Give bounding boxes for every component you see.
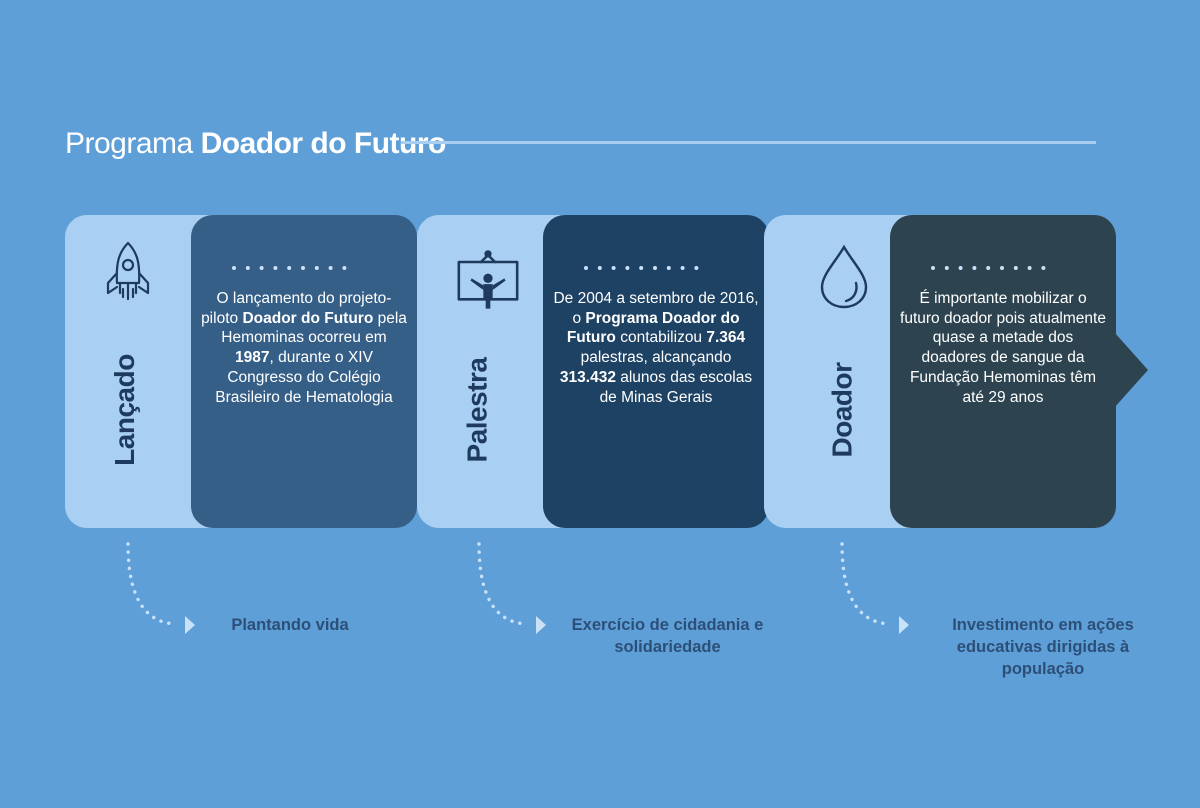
body-text: O lançamento do projeto-piloto — [201, 290, 392, 327]
step-panel: De 2004 a setembro de 2016, o Programa D… — [543, 215, 769, 528]
body-text: , durante o XIV Congresso do Colégio Bra… — [215, 349, 393, 406]
step-description: É importante mobilizar o futuro doador p… — [900, 289, 1106, 407]
arrow-pointer — [1114, 332, 1148, 408]
step-launch: Lançado O lançamento do projeto-piloto D… — [65, 215, 455, 528]
dotted-connector-arrow — [126, 542, 195, 634]
step-label: Lançado — [109, 354, 141, 466]
body-text: palestras, alcançando — [580, 349, 732, 367]
title-divider — [401, 141, 1096, 144]
step-label: Palestra — [461, 357, 492, 463]
body-text: pela Hemominas ocorreu em — [221, 309, 407, 347]
step-caption: Exercício de cidadania e solidariedade — [571, 616, 764, 656]
body-text: contabilizou — [615, 329, 707, 347]
body-text: É importante mobilizar o futuro doador p… — [900, 290, 1106, 406]
highlight-text: 1987 — [235, 349, 270, 367]
step-panel: O lançamento do projeto-piloto Doador do… — [191, 215, 417, 528]
step-label: Doador — [826, 362, 857, 458]
step-donor: Doador É importante mobilizar o futuro d… — [764, 215, 1164, 528]
step-lecture: Palestra De 2004 a setembro de 2016, o P… — [417, 215, 807, 528]
dotted-divider — [931, 266, 1046, 270]
page-title: Programa Doador do Futuro — [65, 126, 446, 162]
step-description: O lançamento do projeto-piloto Doador do… — [201, 289, 407, 407]
body-text: De 2004 a setembro de 2016, o — [553, 290, 759, 327]
rocket-icon — [106, 241, 150, 301]
highlight-text: 313.432 — [559, 368, 616, 386]
dotted-divider — [584, 266, 699, 270]
step-caption: Plantando vida — [231, 616, 349, 634]
dotted-divider — [232, 266, 347, 270]
body-text: alunos das escolas de Minas Gerais — [599, 368, 753, 406]
presentation-board-icon — [457, 250, 519, 309]
blood-drop-icon — [820, 244, 868, 309]
dotted-connector-arrow — [840, 542, 909, 634]
step-caption: Investimento em ações educativas dirigid… — [952, 616, 1134, 678]
dotted-connector-arrow — [477, 542, 546, 634]
step-panel: É importante mobilizar o futuro doador p… — [890, 215, 1116, 528]
step-description: De 2004 a setembro de 2016, o Programa D… — [553, 289, 759, 407]
highlight-text: 7.364 — [706, 329, 746, 347]
title-prefix: Programa — [65, 127, 193, 160]
highlight-text: Doador do Futuro — [242, 309, 374, 327]
highlight-text: Programa Doador do Futuro — [566, 309, 740, 347]
